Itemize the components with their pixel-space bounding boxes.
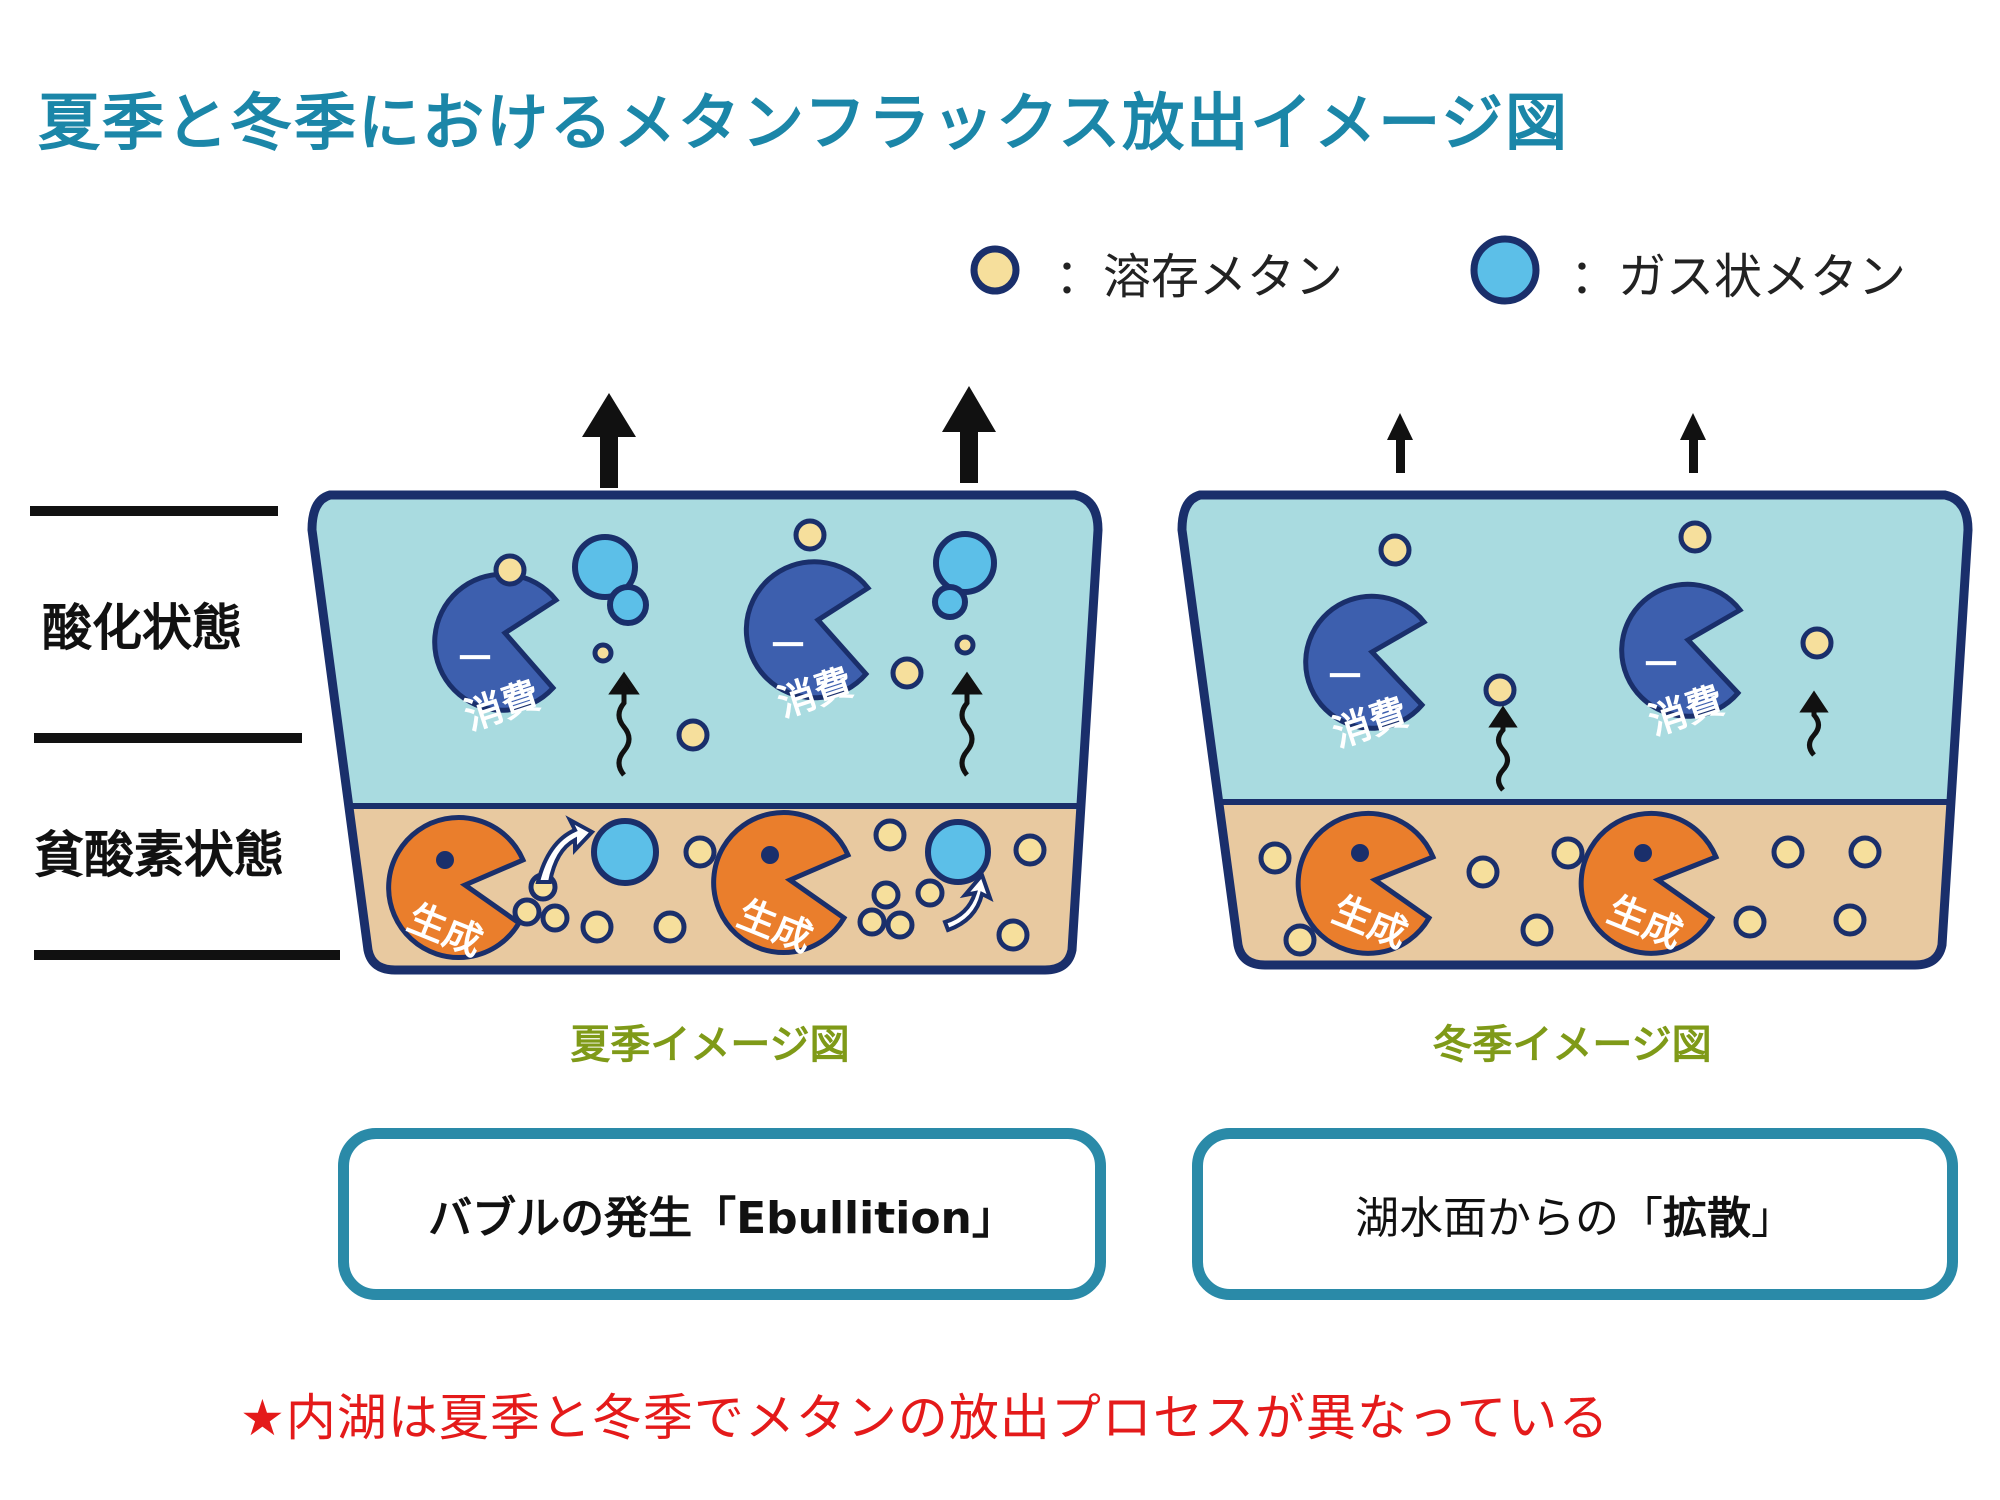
layer-separator-lines bbox=[30, 506, 340, 960]
ebullition-release-arrow bbox=[535, 815, 994, 933]
winter-flux-arrow bbox=[1387, 413, 1413, 473]
dissolved-methane-dot bbox=[1258, 520, 1882, 957]
consumer-sign: － bbox=[455, 636, 495, 682]
summer-flux-arrow bbox=[942, 386, 996, 483]
legend-dissolved-icon bbox=[970, 245, 1020, 295]
summer-caption: 夏季イメージ図 bbox=[570, 1022, 850, 1068]
anoxic-layer-label: 貧酸素状態 bbox=[34, 826, 284, 884]
winter-lake-diagram: － 消費 － 消費 生成 生成 bbox=[1177, 413, 1973, 970]
summer-diffusion-arrow bbox=[608, 671, 983, 777]
winter-caption: 冬季イメージ図 bbox=[1432, 1022, 1712, 1068]
footnote: ★内湖は夏季と冬季でメタンの放出プロセスが異なっている bbox=[240, 1389, 1610, 1447]
winter-flux-arrow bbox=[1680, 413, 1706, 473]
dissolved-methane-dot bbox=[493, 518, 1047, 952]
producer-icon bbox=[386, 815, 527, 960]
gas-methane-bubble bbox=[572, 531, 997, 886]
winter-lake-body bbox=[1177, 490, 1973, 970]
consumer-icon bbox=[1303, 593, 1428, 731]
consumer-icon bbox=[743, 559, 872, 701]
consumer-sign: － bbox=[1325, 654, 1365, 700]
consumer-sign: － bbox=[768, 623, 808, 669]
winter-diffusion-arrow bbox=[1488, 690, 1829, 792]
consumer-icon bbox=[1619, 581, 1744, 719]
producer-icon bbox=[1578, 810, 1720, 956]
winter-process-box: 湖水面からの「拡散」 bbox=[1192, 1128, 1958, 1300]
consumer-sign: － bbox=[1641, 642, 1681, 688]
producer-icon bbox=[711, 810, 852, 955]
legend-gas-icon bbox=[1470, 235, 1540, 305]
summer-process-box: バブルの発生「Ebullition」 bbox=[338, 1128, 1106, 1300]
page-title: 夏季と冬季におけるメタンフラックス放出イメージ図 bbox=[38, 86, 1570, 159]
summer-flux-arrow bbox=[582, 393, 636, 488]
summer-process-label: バブルの発生「Ebullition」 bbox=[428, 1193, 1016, 1244]
legend-gas-label: ：ガス状メタン bbox=[1570, 249, 1907, 305]
summer-lake-diagram: － 消費 － 消費 生成 生成 bbox=[307, 386, 1103, 975]
winter-process-label: 湖水面からの「拡散」 bbox=[1355, 1193, 1795, 1244]
producer-icon bbox=[1295, 810, 1437, 956]
legend-dissolved-label: ：溶存メタン bbox=[1055, 249, 1344, 305]
oxic-layer-label: 酸化状態 bbox=[42, 599, 242, 657]
